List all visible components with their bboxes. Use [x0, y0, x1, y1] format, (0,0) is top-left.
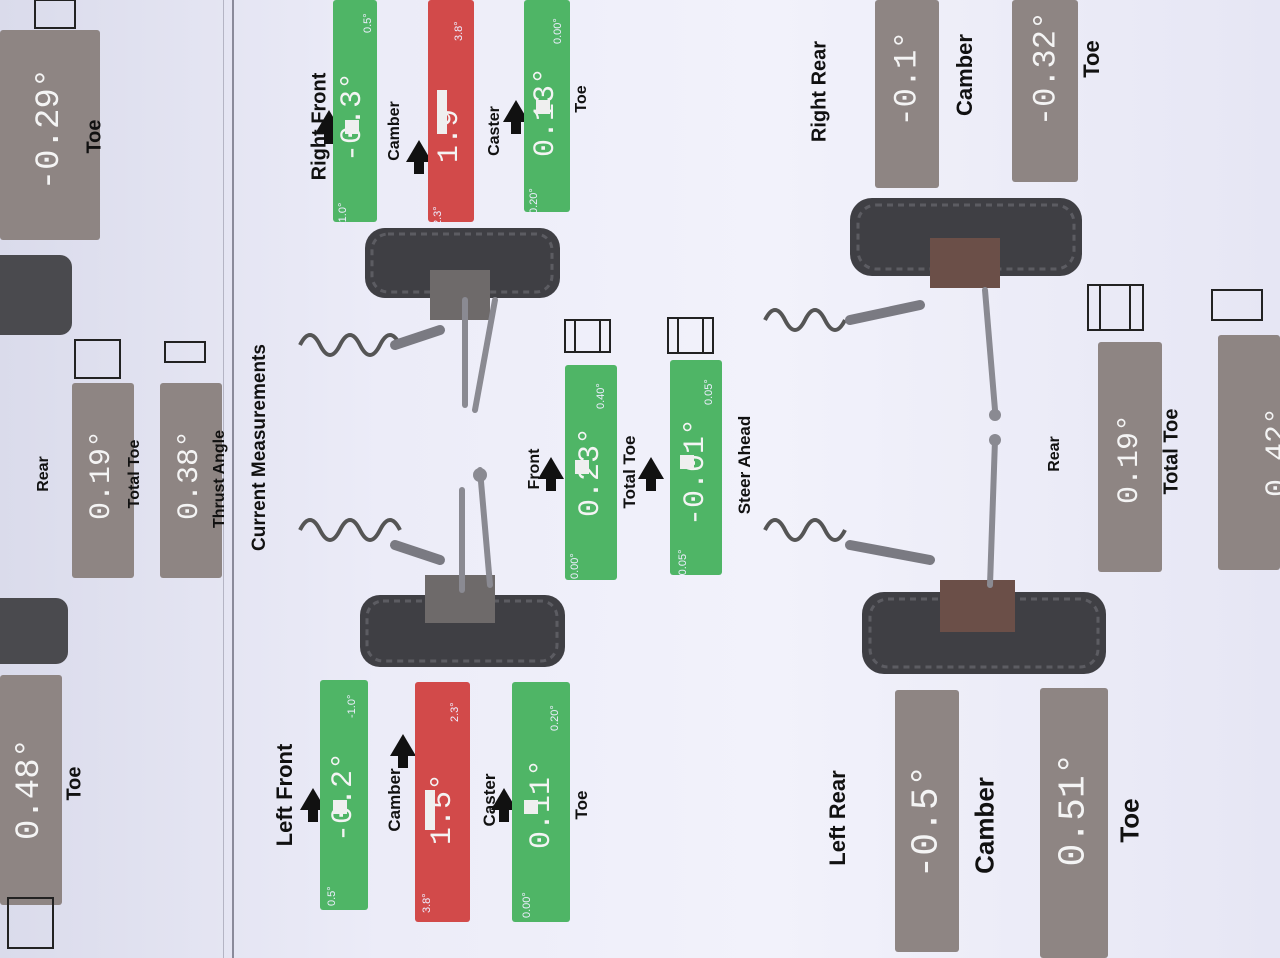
- rear-thrust-angle-gauge-partial: 0.42°: [1218, 335, 1280, 570]
- strut-icon: [390, 300, 935, 565]
- left-toe-gauge-partial: 0.48°: [0, 675, 62, 905]
- right-rear-camber-gauge: -0.1°: [875, 0, 939, 188]
- rear-total-toe-gauge: 0.19°: [1098, 342, 1162, 572]
- hub-icon: [930, 238, 1000, 288]
- right-toe-gauge-partial: -0.29°: [0, 30, 100, 240]
- ball-joint-icon: [473, 409, 1001, 482]
- tire-icon: [365, 228, 560, 298]
- page-divider: [232, 0, 234, 958]
- right-rear-toe-gauge: -0.32°: [1012, 0, 1078, 182]
- thrust-angle-gauge-partial: 0.38°: [160, 383, 222, 578]
- spec-notch: [345, 120, 359, 134]
- left-rear-camber-gauge: -0.5°: [895, 690, 959, 952]
- control-arm-icon: [459, 287, 998, 593]
- right-front-caster-gauge: 1.9° 2.3° 3.8°: [428, 0, 474, 226]
- spec-notch: [575, 460, 589, 474]
- page-divider-shadow: [223, 0, 224, 958]
- spec-notch: [425, 790, 435, 830]
- spec-notch: [536, 100, 550, 114]
- tire-icon: [360, 595, 565, 667]
- spec-notch: [333, 800, 347, 814]
- tire-icon: [862, 592, 1106, 674]
- hub-icon: [940, 580, 1015, 632]
- left-rear-toe-gauge: 0.51°: [1040, 688, 1108, 958]
- left-front-camber-gauge: -0.2° 0.5° -1.0°: [320, 680, 368, 910]
- spec-notch: [437, 90, 447, 134]
- steer-ahead-gauge: -0.01° -0.05° 0.05°: [670, 360, 722, 579]
- right-front-camber-gauge: -0.3° -1.0° 0.5°: [333, 0, 377, 226]
- front-total-toe-gauge: 0.23° 0.00° 0.40°: [565, 365, 617, 580]
- hub-icon: [430, 270, 490, 320]
- left-front-toe-gauge: 0.11° 0.00° 0.20°: [512, 682, 570, 922]
- spec-notch: [524, 800, 538, 814]
- spring-icon: [298, 308, 847, 542]
- tire-icon: [850, 198, 1082, 276]
- left-front-caster-gauge: 1.5° 3.8° 2.3°: [415, 682, 470, 922]
- alignment-icon: [7, 0, 1263, 949]
- spec-notch: [680, 455, 694, 469]
- tire-partial: [0, 598, 68, 664]
- tire-partial: [0, 255, 72, 335]
- total-toe-gauge-partial: 0.19°: [72, 383, 134, 578]
